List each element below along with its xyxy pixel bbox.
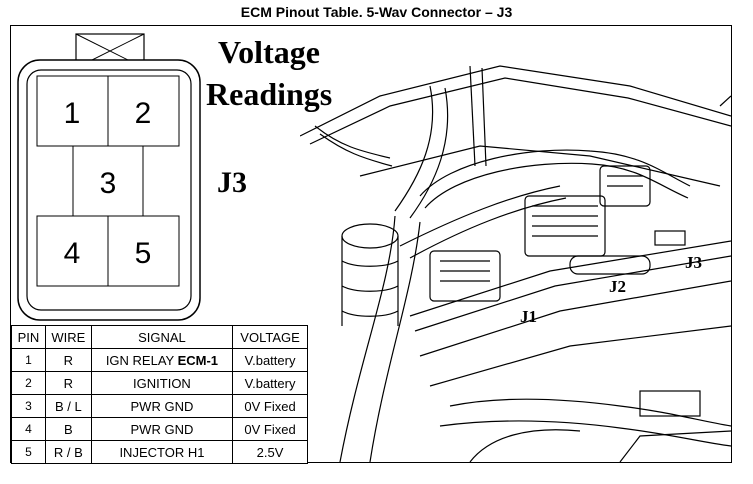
cell-voltage: V.battery	[232, 348, 308, 372]
cell-pin: 5	[11, 440, 46, 464]
cell-wire: R	[44, 371, 92, 395]
cell-voltage: 0V Fixed	[232, 394, 308, 418]
cell-voltage: 2.5V	[232, 440, 308, 464]
header-wire: WIRE	[44, 325, 92, 349]
signal-extra: ECM-1	[177, 352, 219, 368]
cell-pin: 4	[11, 417, 46, 441]
cell-wire: R / B	[44, 440, 92, 464]
table-row: 1 R IGN RELAY ECM-1 V.battery	[11, 348, 308, 372]
header-signal: SIGNAL	[90, 325, 234, 349]
table-row: 4 B PWR GND 0V Fixed	[11, 417, 308, 441]
pinout-table: PIN WIRE SIGNAL VOLTAGE 1 R IGN RELAY EC…	[11, 325, 308, 464]
table-row: 3 B / L PWR GND 0V Fixed	[11, 394, 308, 418]
pin-label-5: 5	[135, 237, 152, 270]
cell-signal: IGNITION	[90, 371, 234, 395]
pin-label-2: 2	[135, 97, 152, 130]
cell-signal: INJECTOR H1	[90, 440, 234, 464]
cell-wire: B	[44, 417, 92, 441]
label-j1: J1	[520, 307, 537, 326]
table-row: 2 R IGNITION V.battery	[11, 371, 308, 395]
cell-signal: IGN RELAY ECM-1	[90, 348, 234, 372]
pin-label-1: 1	[64, 97, 81, 130]
cell-signal: PWR GND	[90, 417, 234, 441]
header-voltage: VOLTAGE	[232, 325, 308, 349]
heading-voltage: Voltage	[218, 34, 320, 70]
cell-pin: 2	[11, 371, 46, 395]
signal-text: IGN RELAY	[105, 352, 174, 368]
diagram-frame	[10, 25, 732, 463]
label-j2: J2	[609, 277, 626, 296]
pin-label-3: 3	[100, 167, 117, 200]
connector-label: J3	[217, 166, 247, 199]
table-header-row: PIN WIRE SIGNAL VOLTAGE	[11, 325, 308, 349]
cell-wire: B / L	[44, 394, 92, 418]
header-pin: PIN	[11, 325, 46, 349]
table-row: 5 R / B INJECTOR H1 2.5V	[11, 440, 308, 464]
pin-label-4: 4	[64, 237, 81, 270]
cell-pin: 3	[11, 394, 46, 418]
label-j3: J3	[685, 253, 702, 272]
cell-voltage: V.battery	[232, 371, 308, 395]
cell-pin: 1	[11, 348, 46, 372]
cell-wire: R	[44, 348, 92, 372]
connector-diagram: 1 2 3 4 5	[17, 33, 201, 321]
heading-readings: Readings	[206, 76, 333, 112]
cell-voltage: 0V Fixed	[232, 417, 308, 441]
cell-signal: PWR GND	[90, 394, 234, 418]
engine-bay-illustration	[300, 65, 731, 462]
page-title: ECM Pinout Table. 5-Wav Connector – J3	[240, 4, 513, 20]
